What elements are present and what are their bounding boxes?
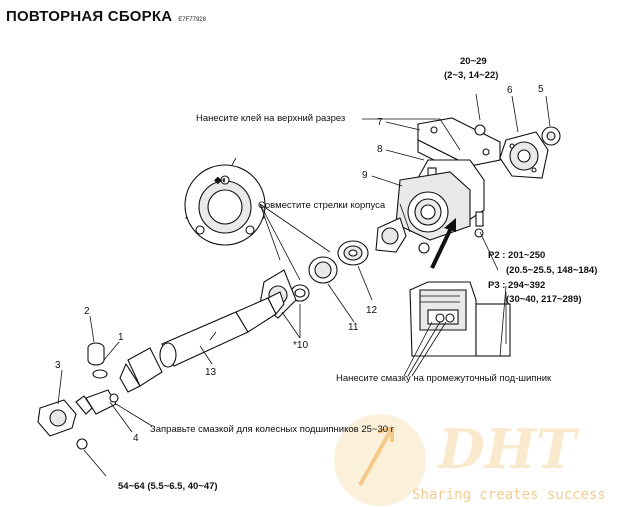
pointer-arrow-icon	[430, 225, 454, 269]
leader-lines	[57, 93, 551, 477]
watermark-arrow-icon	[358, 426, 394, 486]
ring-part-10	[290, 284, 310, 302]
figure-code: E7F77928	[178, 17, 206, 23]
center-bearing-assembly	[395, 117, 501, 254]
inset-flange-view: ◆◐	[184, 157, 266, 246]
yoke-part-3	[37, 395, 93, 437]
upper-bracket-part-7	[417, 117, 501, 167]
part-number-9: 9	[362, 170, 368, 181]
part-number-6: 6	[507, 85, 513, 96]
part-number-8: 8	[377, 144, 383, 155]
part-number-4: 4	[133, 433, 139, 444]
torque-p2-line1: P2 : 201~250	[488, 250, 545, 261]
cover-part-in-arrows	[375, 217, 407, 253]
callout-arrows: Совместите стрелки корпуса	[258, 200, 386, 211]
bearing-cup-part-2	[87, 342, 105, 366]
callout-lube-bearing: Нанесите смазку на промежуточный под-шип…	[336, 373, 552, 384]
seal-part-11	[308, 256, 338, 284]
cross-section-view	[409, 281, 511, 357]
part-number-11: 11	[348, 322, 359, 333]
inset-mark: ◆◐	[214, 175, 228, 186]
spider-part-4	[85, 389, 119, 415]
watermark-circle	[334, 414, 426, 506]
torque-top-line1: 20~29	[460, 56, 487, 67]
bolt-nut-bottom	[76, 438, 88, 450]
watermark: DHT Sharing creates success	[334, 414, 606, 506]
bearing-part-12	[337, 240, 369, 266]
part-number-3: 3	[55, 360, 61, 371]
part-number-13: 13	[205, 367, 217, 378]
page-title: ПОВТОРНАЯ СБОРКА	[6, 8, 173, 25]
header: ПОВТОРНАЯ СБОРКА E7F77928	[6, 8, 206, 25]
propeller-shaft-part-13	[119, 291, 285, 393]
part-number-5: 5	[538, 84, 544, 95]
part-number-2: 2	[84, 306, 90, 317]
nut-part-5	[541, 126, 561, 146]
watermark-tagline: Sharing creates success	[412, 487, 606, 503]
snap-ring-part-1	[92, 369, 108, 379]
torque-p3-line1: P3 : 294~392	[488, 280, 545, 291]
part-number-12: 12	[366, 305, 378, 316]
torque-bottom: 54~64 (5.5~6.5, 40~47)	[118, 481, 218, 492]
part-number-7: 7	[377, 117, 383, 128]
callout-glue: Нанесите клей на верхний разрез	[196, 113, 345, 124]
torque-top-line2: (2~3, 14~22)	[444, 70, 498, 81]
part-number-10: *10	[293, 340, 308, 351]
callout-lube-wheel: Заправьте смазкой для колесных подшипник…	[150, 424, 395, 435]
torque-p3-line2: (30~40, 217~289)	[506, 294, 582, 305]
flange-part-6	[499, 131, 549, 179]
watermark-logo: DHT	[436, 417, 580, 481]
part-number-1: 1	[118, 332, 124, 343]
torque-p2-line2: (20.5~25.5, 148~184)	[506, 265, 597, 276]
